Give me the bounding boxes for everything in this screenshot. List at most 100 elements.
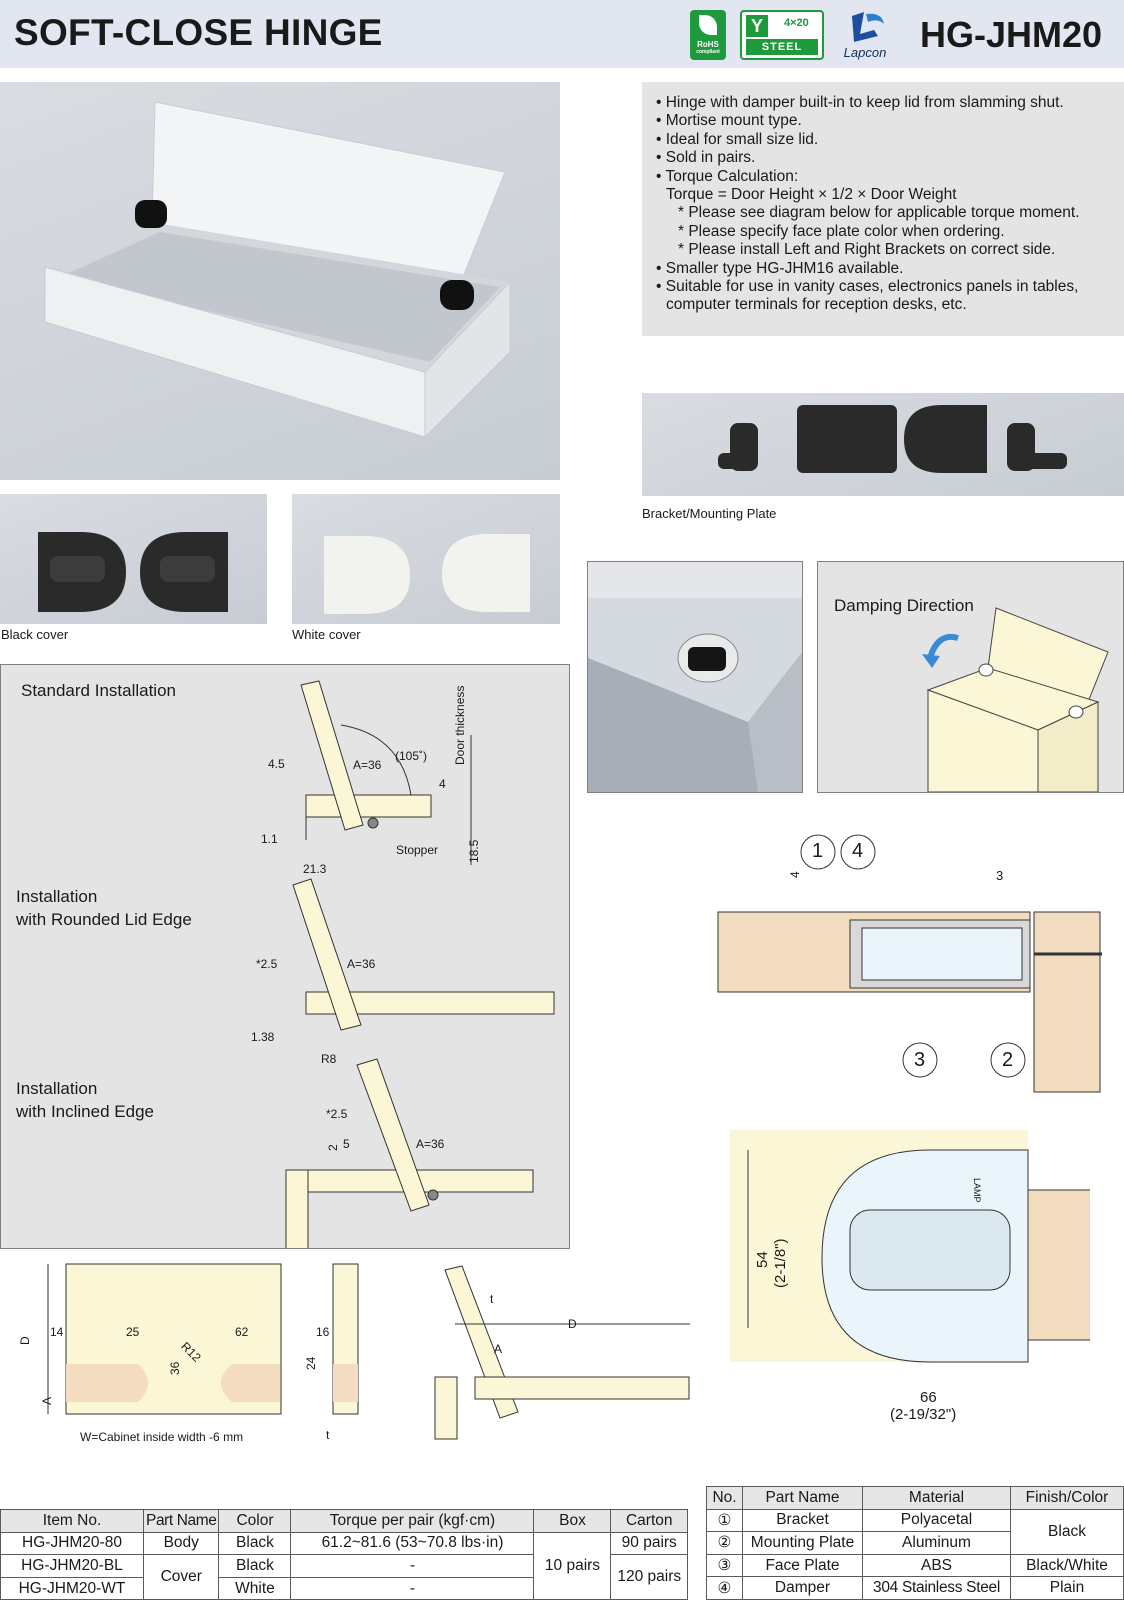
dim-label: 4 (788, 871, 802, 878)
leaf-icon (699, 15, 717, 35)
installation-drawings (285, 680, 555, 1248)
brand-name: Lapcon (843, 45, 887, 60)
steel-label: STEEL (746, 39, 818, 55)
standard-installation-title: Standard Installation (21, 681, 176, 700)
damping-direction-label: Damping Direction (834, 596, 974, 615)
part-name: Body (142, 1531, 220, 1556)
dim-label: 66 (920, 1389, 937, 1406)
dim-label: *2.5 (256, 957, 278, 971)
bracket-photo (642, 393, 1124, 496)
dim-label: 18.5 (467, 839, 481, 863)
lapcon-logo: Lapcon (838, 10, 892, 60)
dim-label: Stopper (396, 843, 439, 857)
dim-label: 14 (50, 1325, 64, 1339)
dim-label: A (40, 1396, 54, 1405)
page-title: SOFT-CLOSE HINGE (14, 12, 383, 53)
table-row: HG-JHM20-80 Body Black 61.2~81.6 (53~70.… (0, 1531, 688, 1601)
dim-label: 3 (996, 868, 1004, 883)
header-cell: Box (533, 1509, 612, 1533)
black-cover-photo (0, 494, 267, 624)
part-no: ④ (706, 1576, 743, 1600)
dim-label: t (326, 1428, 330, 1442)
table-header-row: No. Part Name Material Finish/Color (706, 1486, 1124, 1510)
feature-item: • Suitable for use in vanity cases, elec… (656, 278, 1079, 314)
dim-label: D (18, 1336, 32, 1345)
table-header-row: Item No. Part Name Color Torque per pair… (0, 1509, 688, 1533)
feature-item: • Sold in pairs. (656, 149, 756, 167)
table-row: ③ Face Plate ABS Black/White (706, 1553, 1124, 1578)
dim-label: 21.3 (303, 862, 327, 876)
callout-number: 1 (812, 840, 824, 862)
dim-label: (2-1/8") (772, 1238, 789, 1288)
finish-color: Black (1010, 1508, 1124, 1555)
header-cell: Finish/Color (1010, 1486, 1124, 1510)
header-cell: Part Name (742, 1486, 863, 1510)
item-table: Item No. Part Name Color Torque per pair… (0, 1509, 688, 1601)
dim-label: 25 (126, 1325, 140, 1339)
table-row: HG-JHM20-BL Cover Black - 120 pairs (0, 1554, 688, 1601)
dim-label: A=36 (347, 957, 376, 971)
material: Polyacetal (862, 1508, 1011, 1533)
part-name: Cover (142, 1554, 220, 1601)
feature-item: * Please see diagram below for applicabl… (678, 204, 1080, 222)
dim-label: 24 (304, 1356, 318, 1370)
carton-qty: 120 pairs (610, 1554, 688, 1601)
part-no: ② (706, 1531, 743, 1555)
lapcon-logo-icon (852, 12, 884, 42)
bracket-caption: Bracket/Mounting Plate (642, 506, 777, 521)
table-row: ② Mounting Plate Aluminum (706, 1531, 1124, 1555)
material: ABS (862, 1553, 1011, 1578)
dim-label: 54 (754, 1251, 771, 1268)
white-cover-caption: White cover (292, 627, 361, 642)
callout-number: 3 (914, 1049, 926, 1071)
rohs-badge: RoHS compliant (690, 10, 726, 60)
product-photo-box (0, 82, 560, 480)
header-bar (0, 0, 1124, 68)
dim-label: 2 (326, 1144, 340, 1151)
item-no: HG-JHM20-BL (0, 1554, 144, 1578)
header-cell: Color (218, 1509, 292, 1533)
header-cell: No. (706, 1486, 743, 1510)
feature-item: • Ideal for small size lid. (656, 130, 819, 148)
dim-label: t (490, 1292, 494, 1306)
part-name: Face Plate (742, 1553, 863, 1578)
rohs-label: RoHS (697, 40, 719, 49)
finish-color: Black/White (1010, 1553, 1124, 1578)
white-cover-photo (292, 494, 560, 624)
part-name: Mounting Plate (742, 1531, 863, 1555)
part-no: ③ (706, 1553, 743, 1578)
features-list: • Hinge with damper built-in to keep lid… (642, 82, 1124, 336)
torque: - (290, 1554, 535, 1578)
feature-item: • Torque Calculation: (656, 167, 799, 185)
item-no: HG-JHM20-80 (0, 1531, 144, 1556)
feature-item: * Please install Left and Right Brackets… (678, 241, 1056, 259)
part-no: ① (706, 1508, 743, 1533)
steel-badge: Y 4×20 STEEL (740, 10, 824, 60)
dim-label: R8 (321, 1052, 337, 1066)
rounded-installation-title: Installation with Rounded Lid Edge (16, 887, 192, 929)
callout-number: 2 (1002, 1049, 1014, 1071)
finish-color: Plain (1010, 1576, 1124, 1600)
dim-label: 4.5 (268, 757, 285, 771)
item-no: HG-JHM20-WT (0, 1576, 144, 1601)
inclined-installation-title: Installation with Inclined Edge (16, 1079, 154, 1121)
header-cell: Material (862, 1486, 1011, 1510)
dim-label: (2-19/32") (890, 1406, 957, 1423)
color: Black (218, 1531, 292, 1556)
dim-label: 5 (343, 1137, 350, 1151)
dim-label: 1.38 (251, 1030, 275, 1044)
parts-table: No. Part Name Material Finish/Color ① Br… (706, 1486, 1124, 1600)
table-row: HG-JHM20-WT White - (0, 1576, 688, 1601)
damping-direction-box: Damping Direction (817, 561, 1124, 793)
dim-label: A (494, 1342, 503, 1356)
dim-label: A=36 (353, 758, 382, 772)
color: Black (218, 1554, 292, 1578)
installation-panel: Standard Installation Installation with … (0, 664, 570, 1249)
torque: 61.2~81.6 (53~70.8 lbs·in) (290, 1531, 535, 1556)
dim-label: (105˚) (395, 749, 428, 763)
feature-item: • Smaller type HG-JHM16 available. (656, 259, 904, 277)
hinge-plan-drawing (730, 1130, 1090, 1363)
dim-label: 1.1 (261, 832, 278, 846)
header-cell: Part Name (142, 1509, 220, 1533)
dim-label: *2.5 (326, 1107, 348, 1121)
